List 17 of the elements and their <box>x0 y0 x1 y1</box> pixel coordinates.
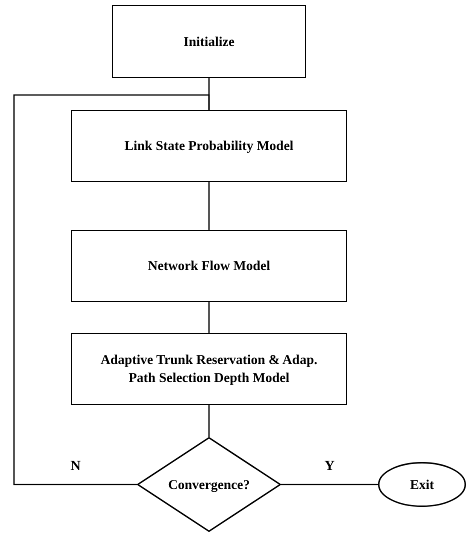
node-label: Exit <box>408 476 435 494</box>
node-label: Initialize <box>182 32 236 50</box>
node-label: Convergence? <box>167 476 251 494</box>
connector-line <box>208 405 210 437</box>
process-box <box>112 5 306 78</box>
connector-line <box>13 94 210 486</box>
node-label: Link State Probability Model <box>124 137 294 155</box>
connector-line <box>208 182 210 230</box>
connector-line <box>281 484 378 486</box>
connector-line <box>208 302 210 333</box>
terminal-ellipse <box>378 462 466 507</box>
process-box <box>71 333 347 405</box>
node-label: Network Flow Model <box>146 257 272 275</box>
node-label: Adaptive Trunk Reservation & Adap. Path Selection Depth Model <box>100 351 318 387</box>
process-box <box>71 230 347 302</box>
decision-diamond <box>137 437 281 532</box>
process-box <box>71 110 347 182</box>
